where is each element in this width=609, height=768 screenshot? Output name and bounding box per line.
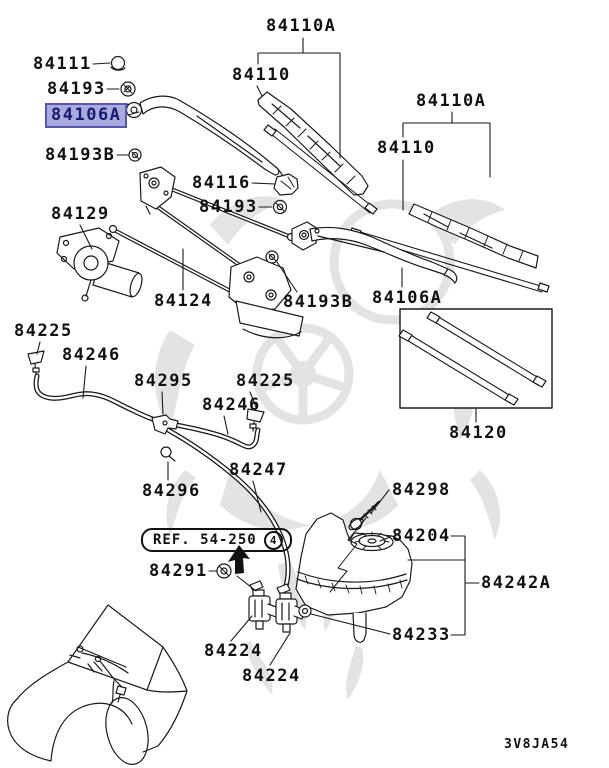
reference-note-box[interactable]: REF. 54-250 4 [141,528,292,552]
washer-hose-drawing [27,350,291,589]
wiper-linkage-drawing [108,166,304,339]
part-label-84193b[interactable]: 84193B [45,145,116,165]
circled-number-icon: 4 [263,530,283,550]
washer-tank-drawing [295,500,413,643]
tank-cap-icon [350,531,394,552]
part-label-84129[interactable]: 84129 [51,204,110,224]
leader-lines [36,62,477,666]
car-wiper-detail [69,645,129,704]
part-label-84110a[interactable]: 84110A [416,91,487,111]
part-label-84106a-selected[interactable]: 84106A [45,103,128,128]
part-label-84247[interactable]: 84247 [229,460,288,480]
part-label-84224[interactable]: 84224 [242,666,301,686]
part-label-84295[interactable]: 84295 [134,371,193,391]
wiper-blade-rear-drawing [349,203,550,293]
nut-84193b-icon [128,148,142,162]
wiper-arm-front-drawing [121,95,285,188]
washer-nozzle-icon [246,408,265,432]
grommet-84291-icon [216,563,232,579]
washer-nozzle-icon [27,350,45,375]
bracket-lines [256,37,491,636]
part-label-84110[interactable]: 84110 [232,65,291,85]
part-label-84110a[interactable]: 84110A [266,16,337,36]
part-label-84233[interactable]: 84233 [392,625,451,645]
part-label-84193b[interactable]: 84193B [283,292,354,312]
part-label-84193[interactable]: 84193 [199,197,258,217]
car-sketch [7,604,188,765]
hose-joint-icon [151,414,179,435]
part-label-84120[interactable]: 84120 [449,423,508,443]
part-label-84110[interactable]: 84110 [377,138,436,158]
fastener-icons [110,55,299,579]
reference-note-text: REF. 54-250 [153,532,257,548]
part-label-84298[interactable]: 84298 [392,480,451,500]
part-label-84246[interactable]: 84246 [202,395,261,415]
part-label-84242a[interactable]: 84242A [481,573,552,593]
cap-84111-icon [110,55,126,71]
part-label-84224[interactable]: 84224 [204,641,263,661]
part-label-84291[interactable]: 84291 [149,561,208,581]
wiper-arm-rear-drawing [291,221,458,284]
nut-84193-icon [272,199,288,215]
part-label-84225[interactable]: 84225 [14,321,73,341]
part-label-84204[interactable]: 84204 [392,526,451,546]
part-label-84296[interactable]: 84296 [142,481,201,501]
washer-pump-drawing [248,580,280,630]
nut-84193b-icon [265,250,279,264]
wiper-blade-front-drawing [257,91,378,215]
cap-84116-icon [273,173,299,196]
direction-arrow-icon [228,545,250,574]
washer-pump-drawing [275,583,312,633]
part-label-84111[interactable]: 84111 [33,54,92,74]
part-label-84124[interactable]: 84124 [154,291,213,311]
part-label-84193[interactable]: 84193 [47,79,106,99]
wiper-motor-drawing [56,227,143,302]
part-label-84246[interactable]: 84246 [62,345,121,365]
part-label-84106a[interactable]: 84106A [372,288,443,308]
diagram-code: 3V8JA54 [504,737,570,752]
refill-box-drawing [398,308,553,409]
part-label-84116[interactable]: 84116 [192,173,251,193]
nut-84193-icon [120,81,136,97]
part-label-84225[interactable]: 84225 [236,371,295,391]
hose-clip-icon [160,446,176,462]
